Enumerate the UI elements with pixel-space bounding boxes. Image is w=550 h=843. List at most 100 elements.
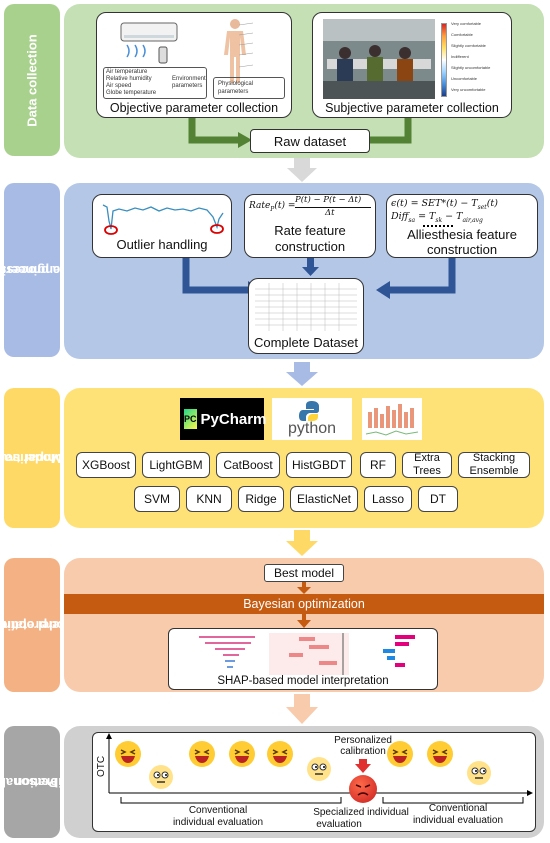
subjective-label: Subjective parameter collection xyxy=(325,101,499,115)
scale-indifferent: Indifferent xyxy=(451,54,469,59)
model-ridge: Ridge xyxy=(238,486,284,512)
shap-label: SHAP-based model interpretation xyxy=(217,675,389,687)
rate-label-2: construction xyxy=(274,239,346,254)
model-rf: RF xyxy=(360,452,396,478)
objective-label: Objective parameter collection xyxy=(109,101,279,115)
arrow-processing-to-training xyxy=(286,362,318,386)
scale-slightly-comfortable: Slightly comfortable xyxy=(451,43,486,48)
scale-uncomfortable: Uncomfortable xyxy=(451,76,478,81)
model-dt: DT xyxy=(418,486,458,512)
shap-box: SHAP-based model interpretation xyxy=(168,628,438,690)
air-conditioner-icon xyxy=(120,22,178,64)
model-lightgbm: LightGBM xyxy=(142,452,210,478)
physio-label-1: Physiological xyxy=(218,81,254,87)
arrow-optimization-to-calibration xyxy=(286,694,318,724)
raw-dataset-box: Raw dataset xyxy=(250,129,370,153)
physio-label-2: parameters xyxy=(218,89,249,95)
neutral-face-icon xyxy=(307,757,331,781)
arrow-training-to-optimization xyxy=(286,530,318,556)
shap-heatmap-plot xyxy=(269,633,349,675)
model-histgbdt: HistGBDT xyxy=(286,452,352,478)
python-logo: python xyxy=(272,398,352,440)
laughing-face-icon xyxy=(267,741,293,767)
conventional-right-label-1: Conventional xyxy=(428,803,488,814)
stage-label-training: Model trainingand comparison xyxy=(0,388,97,528)
env-group-label-2: parameters xyxy=(172,83,203,89)
alliesthesia-box: ϵ(t) = SET*(t) − Tset(t) Diffsa = Tsk − … xyxy=(386,194,538,258)
shap-bar-plot xyxy=(383,635,415,667)
model-xgboost: XGBoost xyxy=(76,452,136,478)
python-text: python xyxy=(287,420,337,437)
calibration-axes xyxy=(106,733,533,804)
laughing-face-icon xyxy=(115,741,141,767)
dotted-underline xyxy=(423,225,453,227)
outlier-box: Outlier handling xyxy=(92,194,232,258)
scale-slightly-uncomfortable: Slightly uncomfortable xyxy=(451,65,491,70)
model-catboost: CatBoost xyxy=(216,452,280,478)
scale-comfortable: Comfortable xyxy=(451,32,473,37)
complete-dataset-label: Complete Dataset xyxy=(253,335,359,350)
outlier-label: Outlier handling xyxy=(116,237,208,252)
alliesthesia-formula-1: ϵ(t) = SET*(t) − Tset(t) xyxy=(391,198,498,211)
objective-box: Air temperature Relative humidity Air sp… xyxy=(96,12,292,118)
alliesthesia-label-1: Alliesthesia feature xyxy=(407,227,517,242)
calibration-down-arrow xyxy=(355,759,371,773)
env-param-air-speed: Air speed xyxy=(106,83,132,89)
scale-very-comfortable: Very comfortable xyxy=(451,21,482,26)
environment-parameters-box: Air temperature Relative humidity Air sp… xyxy=(103,67,207,99)
rate-fraction-bar xyxy=(295,207,371,208)
arrow-collection-to-processing xyxy=(287,158,317,182)
laughing-face-icon xyxy=(427,741,453,767)
model-extra-trees: Extra Trees xyxy=(402,452,452,478)
complete-dataset-box: Complete Dataset xyxy=(248,278,364,354)
arrow-bayes-to-shap xyxy=(297,614,311,628)
pycharm-logo: PC PyCharm xyxy=(180,398,267,440)
best-model-box: Best model xyxy=(264,564,344,582)
subjective-box: Very comfortable Comfortable Slightly co… xyxy=(312,12,512,118)
stage-label-processing: Data processing andfeature engineering xyxy=(0,183,107,357)
pycharm-text: PyCharm xyxy=(200,410,267,428)
comfort-color-scale xyxy=(441,23,447,97)
alliesthesia-formula-2: Diffsa = Tsk − Tair,avg xyxy=(391,211,483,224)
outlier-timeseries-icon xyxy=(102,204,224,235)
rate-label-1: Rate feature xyxy=(274,223,346,238)
stage-label-collection: Data collection xyxy=(4,4,60,156)
model-lasso: Lasso xyxy=(364,486,412,512)
scale-very-uncomfortable: Very uncomfortable xyxy=(451,87,486,92)
stage-label-optimization: Model optimizationand interpretation xyxy=(0,558,102,692)
env-param-globe-temperature: Globe temperature xyxy=(106,90,157,96)
training-chart-thumbnail xyxy=(362,398,422,440)
env-group-label-1: Environment xyxy=(172,76,206,82)
participants-photo xyxy=(323,19,435,99)
rate-formula: RateP(t) = xyxy=(249,201,296,213)
specialized-label-2: evaluation xyxy=(316,819,362,830)
env-param-air-temperature: Air temperature xyxy=(106,69,148,75)
pycharm-badge: PC xyxy=(184,409,197,429)
human-body-icon xyxy=(224,19,254,83)
laughing-face-icon xyxy=(387,741,413,767)
python-snake-icon xyxy=(299,401,319,421)
neutral-face-icon xyxy=(467,761,491,785)
env-param-humidity: Relative humidity xyxy=(106,76,152,82)
personalized-calibration-label-1: Personalized xyxy=(334,735,392,746)
conventional-left-label-2: individual evaluation xyxy=(172,817,264,828)
dataset-table-icon xyxy=(255,283,357,331)
neutral-face-icon xyxy=(149,765,173,789)
conventional-right-label-2: individual evaluation xyxy=(412,815,504,826)
model-knn: KNN xyxy=(186,486,232,512)
specialized-label-1: Specialized individual xyxy=(313,807,409,818)
laughing-face-icon xyxy=(189,741,215,767)
rate-formula-numerator: P(t) − P(t − Δt) xyxy=(295,195,362,205)
laughing-face-icon xyxy=(229,741,255,767)
model-svm: SVM xyxy=(134,486,180,512)
otc-axis-label: OTC xyxy=(96,755,108,778)
model-elasticnet: ElasticNet xyxy=(290,486,358,512)
conventional-left-label-1: Conventional xyxy=(188,805,248,816)
physiological-parameters-box: Physiological parameters xyxy=(213,77,285,99)
angry-face-icon xyxy=(349,775,377,803)
bayesian-optimization-bar: Bayesian optimization xyxy=(64,594,544,614)
arrow-best-to-bayes xyxy=(297,582,311,594)
rate-formula-denominator: Δt xyxy=(325,208,335,218)
calibration-chart-box: OTC Personalized calibration Conventiona… xyxy=(92,732,536,832)
